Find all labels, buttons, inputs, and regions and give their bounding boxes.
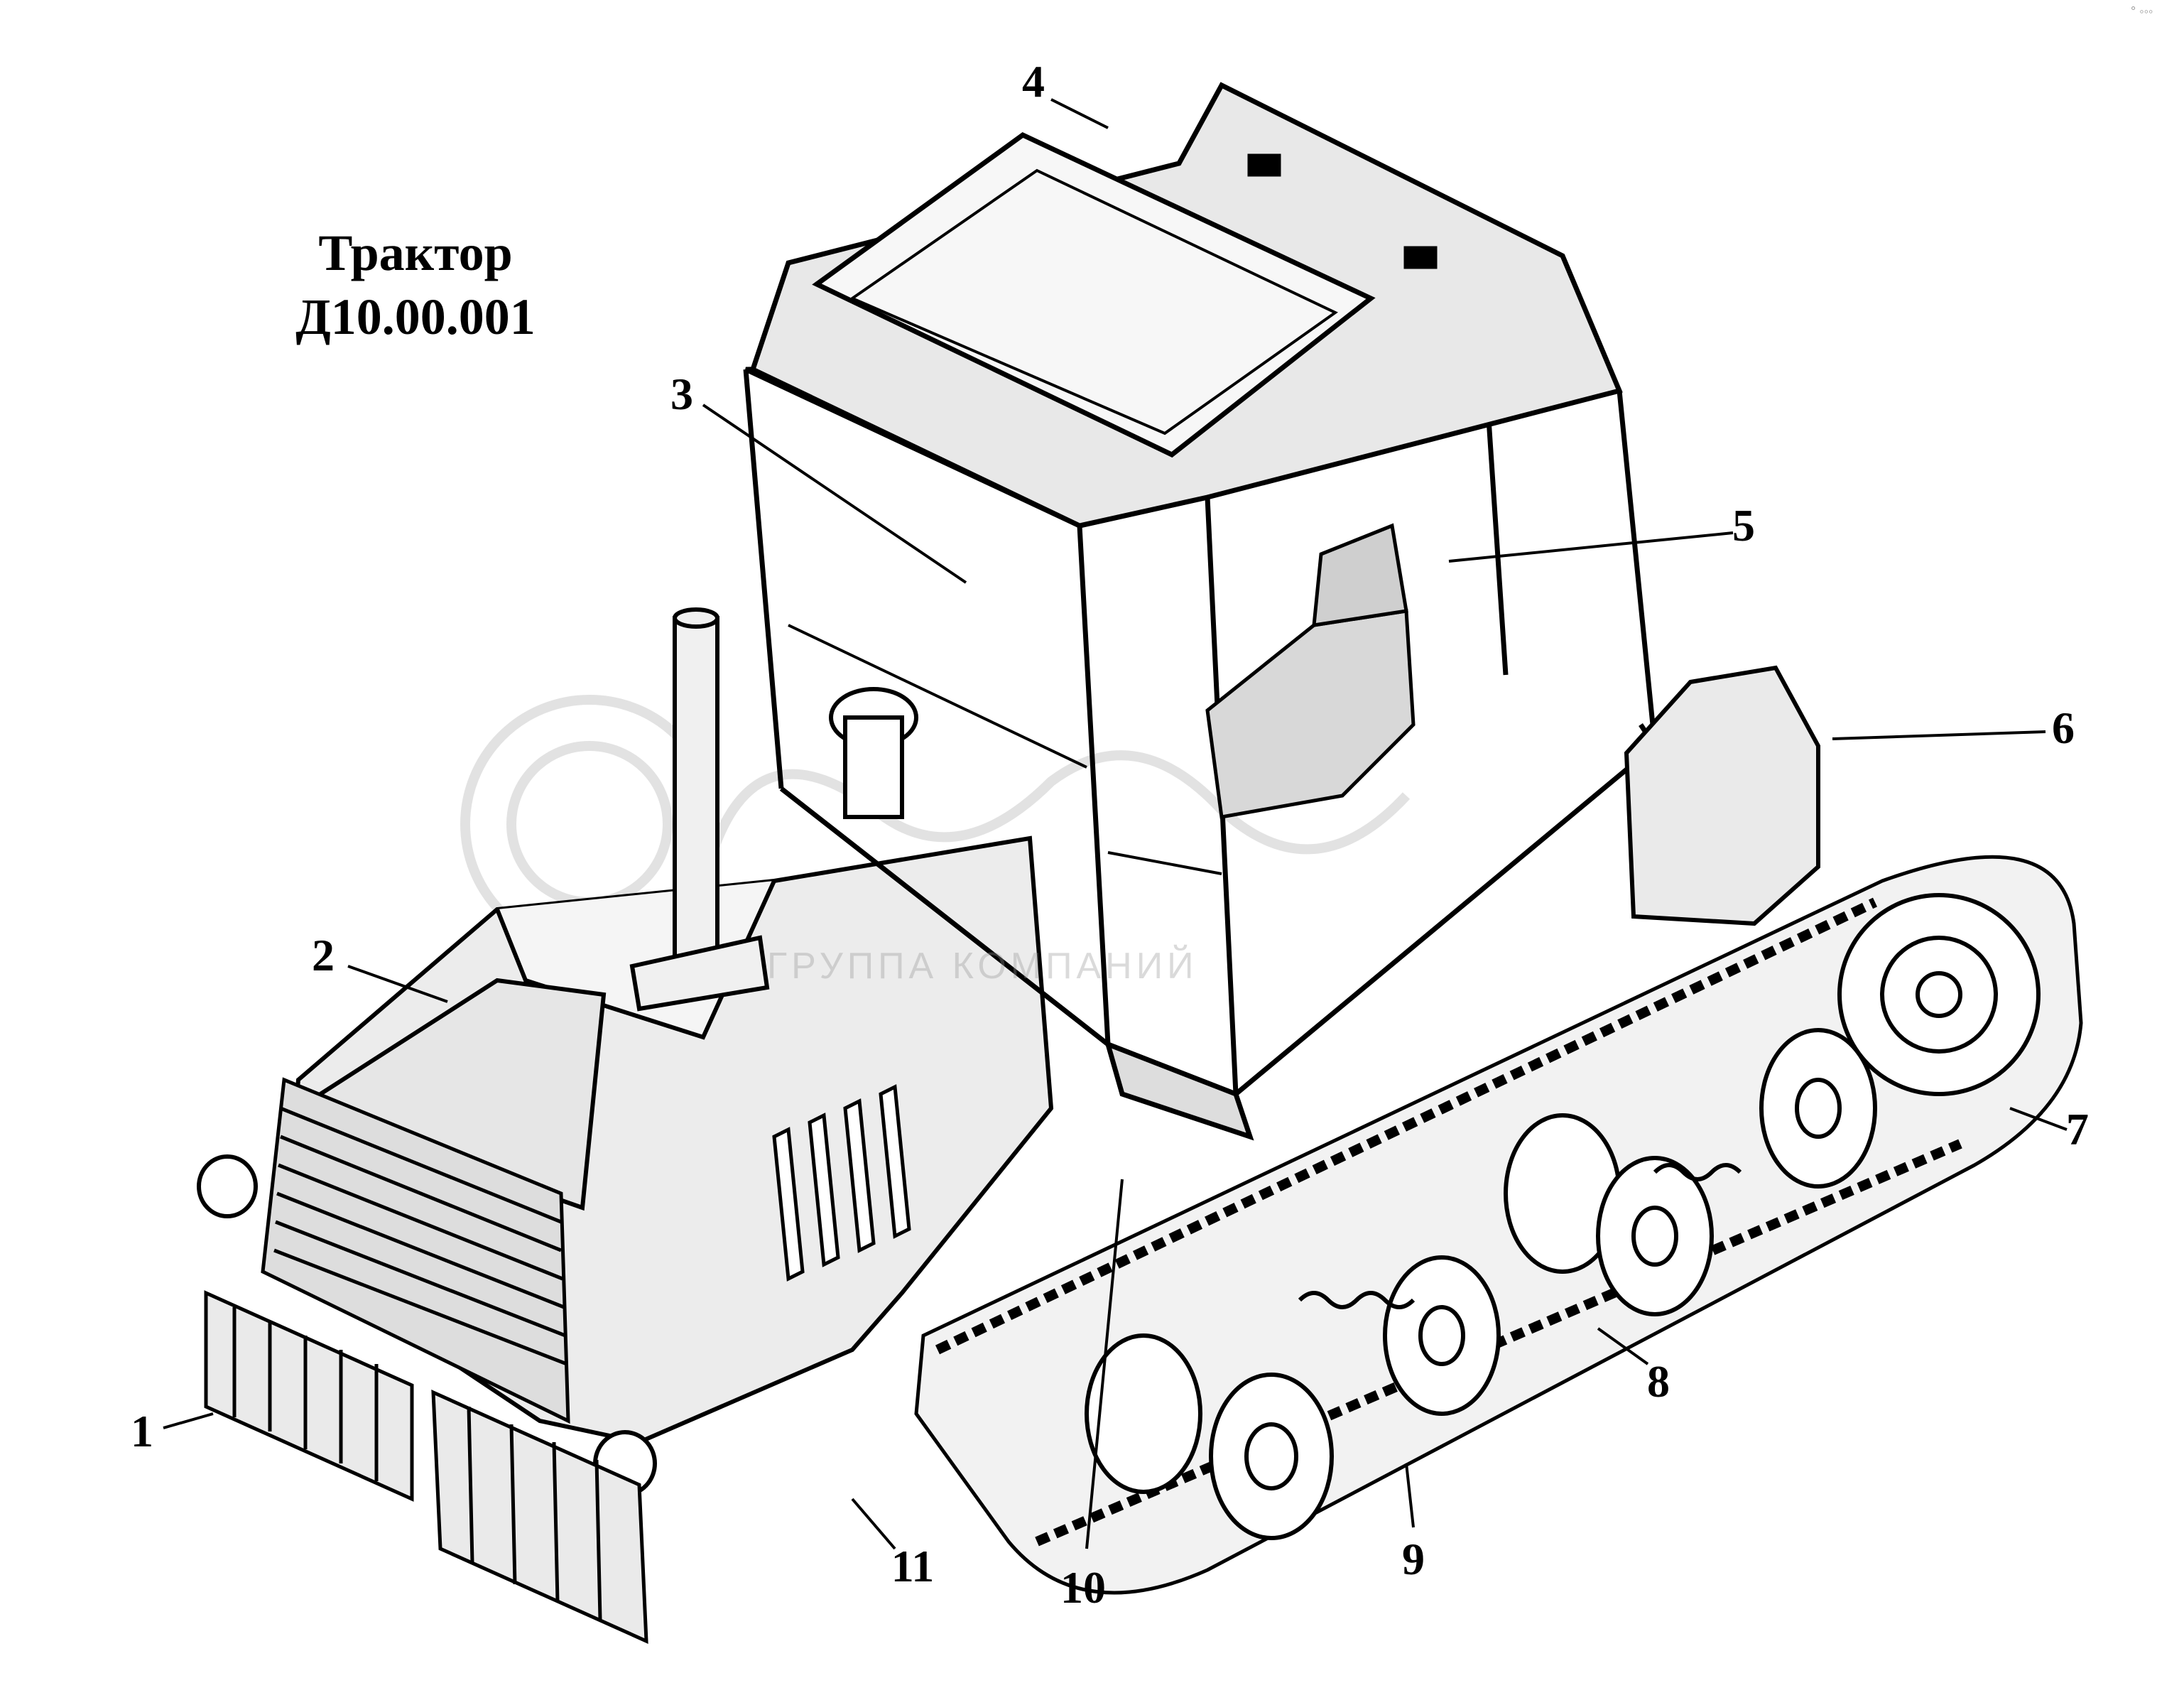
leader-1 [163,1412,214,1429]
leader-7 [2009,1107,2068,1131]
road-wheel-rear [1504,1028,1877,1316]
callout-4: 4 [1022,56,1045,107]
callout-leaders [163,98,2068,1550]
callout-10: 10 [1060,1562,1106,1613]
leader-5 [1448,531,1734,563]
callout-5: 5 [1732,500,1755,551]
callout-2: 2 [312,930,335,980]
leader-3 [702,404,967,584]
leader-8 [1597,1327,1649,1365]
callout-9: 9 [1402,1534,1425,1584]
air-filter [829,687,918,819]
cab-roof [749,82,1623,529]
leader-10 [1085,1179,1124,1549]
front-ballast-weights [204,1290,648,1644]
callout-7: 7 [2066,1104,2089,1154]
exhaust-pipe [629,607,770,1012]
callout-1: 1 [131,1406,153,1456]
callout-3: 3 [670,369,693,419]
leader-9 [1405,1463,1415,1528]
road-wheel-mid [1383,1255,1501,1416]
callout-11: 11 [891,1541,935,1591]
leader-6 [1832,730,2046,740]
callout-6: 6 [2052,703,2075,753]
title-line-1: Трактор [318,224,513,281]
drive-sprocket [1837,893,2041,1096]
leader-4 [1050,98,1109,129]
title-line-2: Д10.00.001 [295,288,536,345]
suspension-springs [1298,1163,1742,1309]
watermark-text: ГРУППА КОМПАНИЙ [767,946,1198,987]
leader-2 [347,965,448,1003]
callout-8: 8 [1647,1356,1670,1407]
side-louvers [772,1084,911,1282]
radiator-grille [261,1077,570,1424]
corner-mark: ° ◦◦◦ [2131,4,2153,18]
road-wheels [1085,893,2041,1540]
operator-seat [1205,523,1416,819]
leader-11 [851,1498,896,1550]
road-wheel-front-left [1085,1333,1334,1540]
fuel-tank [1624,665,1820,926]
